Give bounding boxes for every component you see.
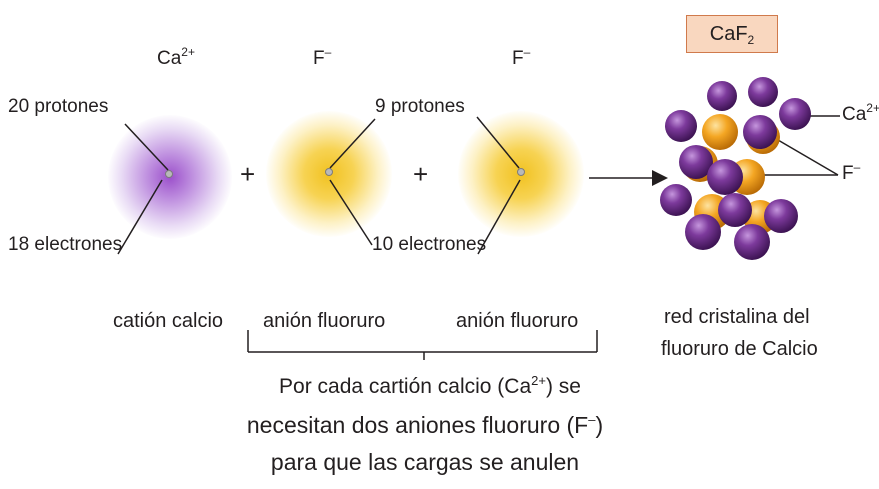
crystal-calcium-label: Ca2+ — [842, 101, 879, 125]
formula-box: CaF2 — [686, 15, 778, 53]
calcium-sphere — [707, 81, 737, 111]
f-crystal-leader-1 — [777, 139, 839, 176]
calcium-nucleus — [165, 170, 173, 178]
fluoride-ion-symbol-1: F– — [313, 45, 332, 69]
calcium-sphere — [764, 199, 798, 233]
calcium-sphere — [748, 77, 778, 107]
crystal-fluoride-label: F– — [842, 160, 861, 184]
f1-protons-leader — [329, 118, 376, 169]
ca-protons-leader — [124, 123, 169, 171]
calcium-sphere — [707, 159, 743, 195]
ca-electrons-leader — [117, 179, 163, 255]
plus-sign-2: + — [413, 159, 429, 189]
anion-name-2: anión fluoruro — [456, 310, 579, 332]
calcium-sphere — [679, 145, 713, 179]
caption-line-2: necesitan dos aniones fluoruro (F–) — [246, 412, 604, 438]
cation-name: catión calcio — [113, 310, 224, 332]
calcium-protons-label: 20 protones — [8, 96, 109, 117]
f2-protons-leader — [476, 116, 520, 169]
crystal-name-line1: red cristalina del — [664, 306, 810, 328]
crystal-name-line2: fluoruro de Calcio — [661, 338, 818, 360]
calcium-fluoride-formula: CaF2 — [709, 22, 755, 47]
caption-line-1: Por cada cartión calcio (Ca2+) se — [279, 373, 581, 398]
fluoride-electrons-label: 10 electrones — [372, 234, 487, 255]
calcium-sphere — [665, 110, 697, 142]
fluoride-nucleus-2 — [517, 168, 525, 176]
plus-sign-1: + — [240, 159, 256, 189]
calcium-sphere — [660, 184, 692, 216]
f2-electrons-leader — [477, 179, 521, 255]
f1-electrons-leader — [329, 179, 373, 246]
calcium-sphere — [779, 98, 811, 130]
caption-line-3: para que las cargas se anulen — [270, 449, 580, 475]
anion-name-1: anión fluoruro — [263, 310, 386, 332]
fluoride-nucleus-1 — [325, 168, 333, 176]
fluoride-protons-label: 9 protones — [375, 96, 465, 117]
front-calcium-ions — [660, 115, 798, 260]
calcium-electrons-label: 18 electrones — [8, 234, 123, 255]
reaction-arrow-head — [652, 170, 668, 186]
calcium-sphere — [743, 115, 777, 149]
fluoride-sphere — [702, 114, 738, 150]
fluoride-ion-symbol-2: F– — [512, 45, 531, 69]
calcium-sphere — [685, 214, 721, 250]
calcium-sphere — [734, 224, 770, 260]
calcium-sphere — [718, 193, 752, 227]
crystal-lattice — [660, 77, 811, 260]
back-calcium-ions — [665, 77, 811, 142]
calcium-ion-symbol: Ca2+ — [157, 45, 195, 69]
